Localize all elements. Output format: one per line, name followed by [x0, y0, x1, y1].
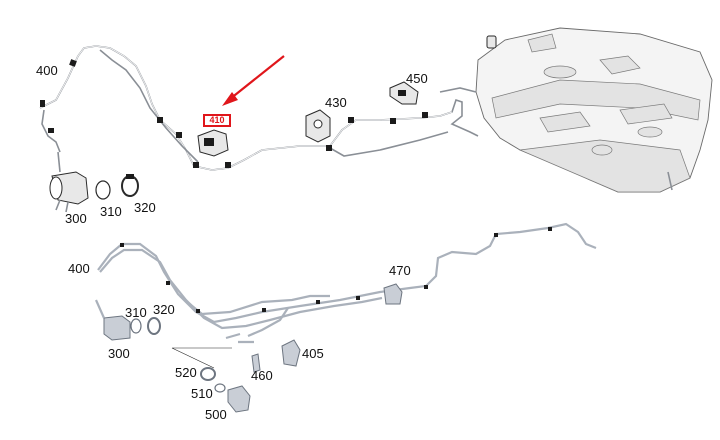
part-520-clamp	[200, 367, 216, 381]
part-410-valve	[197, 129, 229, 157]
callout-400-lower: 400	[68, 261, 90, 276]
part-500-valve	[227, 385, 251, 413]
highlight-410-label: 410	[203, 114, 231, 127]
fuel-tank	[439, 27, 713, 193]
part-300-filler-neck	[49, 151, 89, 213]
callout-400-upper: 400	[36, 63, 58, 78]
part-470-valve	[383, 283, 403, 305]
part-310-ring-lower	[130, 318, 142, 334]
callout-405: 405	[302, 346, 324, 361]
callout-300-lower: 300	[108, 346, 130, 361]
callout-430: 430	[325, 95, 347, 110]
callout-310-lower: 310	[125, 305, 147, 320]
part-460-hose	[251, 353, 261, 373]
callout-510: 510	[191, 386, 213, 401]
callout-310-upper: 310	[100, 204, 122, 219]
part-300-filler-neck-lower	[94, 299, 131, 341]
callout-320-upper: 320	[134, 200, 156, 215]
part-320-clamp-lower	[147, 317, 161, 335]
callout-320-lower: 320	[153, 302, 175, 317]
callout-450: 450	[406, 71, 428, 86]
lower-clips	[120, 227, 552, 313]
upper-fuel-line	[39, 45, 479, 171]
callout-520: 520	[175, 365, 197, 380]
callout-300-upper: 300	[65, 211, 87, 226]
callout-500: 500	[205, 407, 227, 422]
lower-assembly	[94, 222, 597, 413]
part-430-bracket	[305, 109, 331, 143]
highlight-arrow	[222, 55, 285, 106]
part-450-connector	[389, 81, 419, 105]
callout-460: 460	[251, 368, 273, 383]
part-405-bracket	[281, 339, 301, 367]
upper-assembly	[39, 27, 713, 213]
callout-470: 470	[389, 263, 411, 278]
part-510-ring	[214, 383, 226, 393]
part-310-ring	[95, 180, 111, 200]
part-320-clamp	[121, 174, 139, 197]
